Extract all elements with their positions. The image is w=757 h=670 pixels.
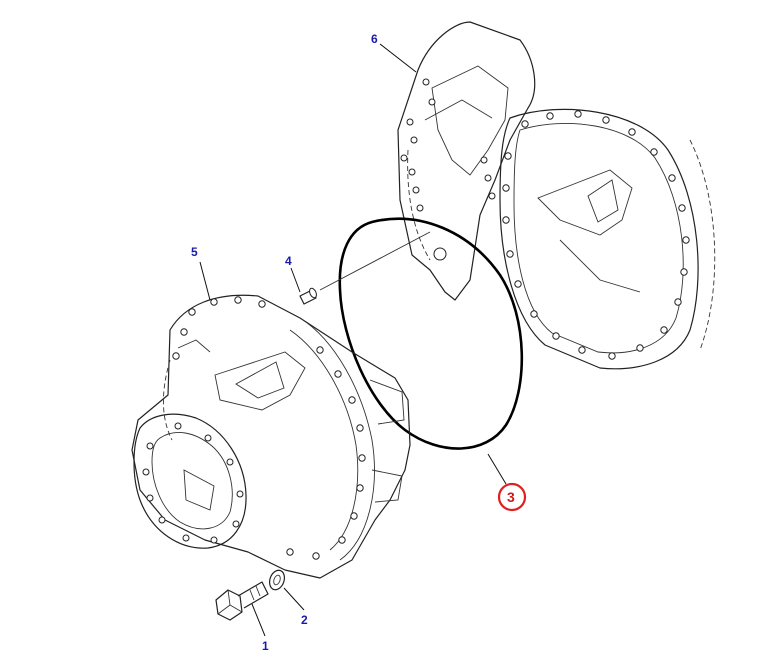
callout-3-highlighted[interactable]: 3 (497, 482, 527, 512)
callout-1[interactable]: 1 (262, 639, 269, 653)
o-ring-part-3 (338, 217, 524, 450)
leader-lines (199, 43, 507, 637)
bracket-holes (400, 78, 496, 261)
callout-label-4: 4 (285, 254, 292, 268)
callout-label-2: 2 (301, 613, 308, 627)
flange-holes-upper (502, 110, 690, 360)
dowel-pin-part-4 (299, 287, 317, 305)
callout-label-5: 5 (191, 245, 198, 259)
callout-5[interactable]: 5 (191, 245, 198, 259)
highlight-ring (497, 482, 527, 512)
callout-2[interactable]: 2 (301, 613, 308, 627)
housing-part-6 (397, 21, 716, 370)
callout-4[interactable]: 4 (285, 254, 292, 268)
callout-label-6: 6 (371, 32, 378, 46)
carrier-housing-part-5 (131, 231, 431, 579)
carrier-holes (142, 296, 366, 560)
callout-label-3: 3 (507, 489, 515, 505)
callout-6[interactable]: 6 (371, 32, 378, 46)
washer-part-2 (268, 569, 286, 591)
callout-label-1: 1 (262, 639, 269, 653)
bolt-part-1 (215, 581, 269, 621)
